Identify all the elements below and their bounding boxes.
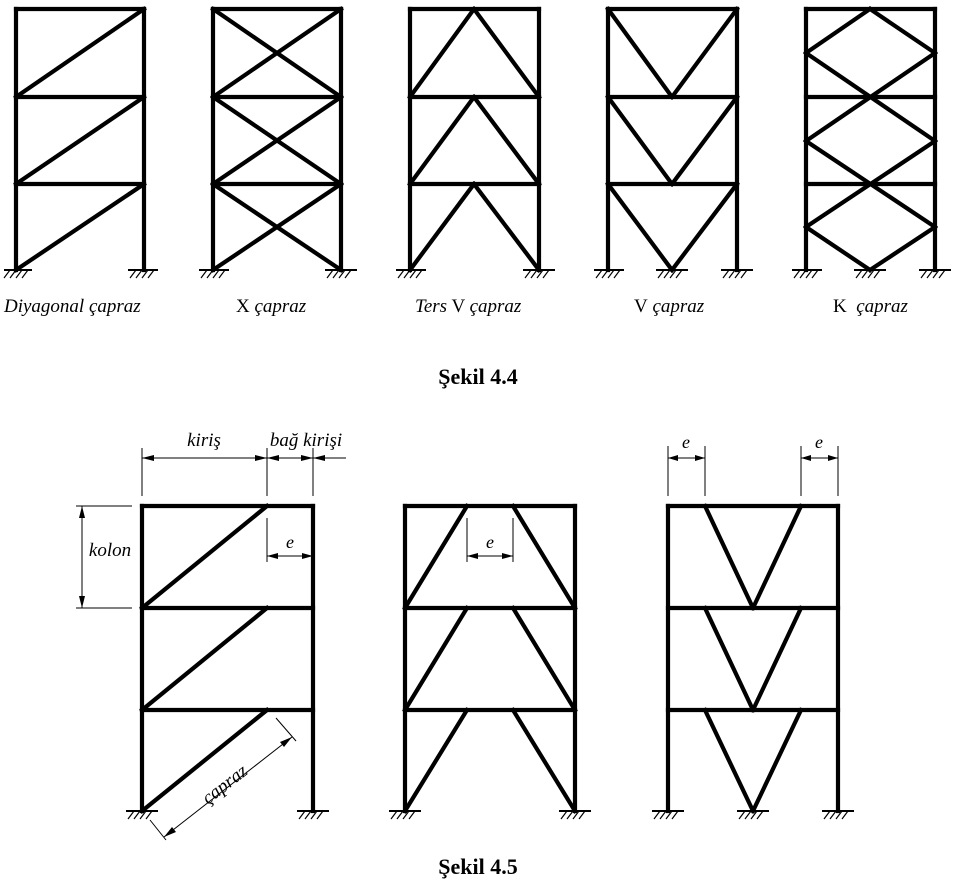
frame-v-bracing <box>594 6 753 279</box>
label-k-text: çapraz <box>847 296 909 317</box>
frame-eccentric-diagonal: kiriş bağ kirişi kolon e <box>76 430 346 841</box>
frame-inverted-v-bracing <box>396 6 555 279</box>
frame-eccentric-v: e e <box>652 432 854 820</box>
label-e-middle: e <box>486 532 494 552</box>
figure-4-4: Diyagonal çapraz X çapraz Ters V çapraz … <box>3 6 951 389</box>
label-v-text: çapraz <box>648 296 705 317</box>
label-column: kolon <box>89 540 131 561</box>
label-diagonal: Diyagonal çapraz <box>3 296 141 317</box>
frame-x-bracing <box>199 6 357 279</box>
label-brace: çapraz <box>198 760 252 809</box>
label-e-left: e <box>286 532 294 552</box>
label-ters: Ters <box>415 296 447 317</box>
label-v-bracing: V çapraz <box>634 296 705 317</box>
label-x-text: çapraz <box>250 296 307 317</box>
caption-figure-4-4: Şekil 4.4 <box>438 364 517 389</box>
dimension-column <box>76 505 132 609</box>
label-x-letter: X <box>236 296 250 317</box>
frame-eccentric-inverted-v: e <box>389 503 591 820</box>
frame-k-bracing <box>792 6 951 279</box>
label-v-letter: V <box>634 296 648 317</box>
label-beam: kiriş <box>187 430 221 451</box>
label-k-letter: K <box>833 296 847 317</box>
dimension-brace <box>149 717 297 841</box>
label-ters-v-letter: V <box>447 296 470 317</box>
dimension-e-right-a <box>667 446 706 496</box>
caption-figure-4-5: Şekil 4.5 <box>438 854 517 879</box>
figure-4-5: kiriş bağ kirişi kolon e <box>76 430 854 879</box>
label-e-right-a: e <box>682 432 690 452</box>
label-x-bracing: X çapraz <box>236 296 307 317</box>
dimension-beam <box>141 448 346 496</box>
frame-diagonal-bracing <box>3 6 158 279</box>
dimension-e-right-b <box>800 446 839 496</box>
label-ters-v-text: çapraz <box>470 296 522 317</box>
label-e-right-b: e <box>815 432 823 452</box>
label-link-beam: bağ kirişi <box>270 430 342 451</box>
label-k-bracing: K çapraz <box>833 296 909 317</box>
label-inverted-v: Ters V çapraz <box>415 296 522 317</box>
